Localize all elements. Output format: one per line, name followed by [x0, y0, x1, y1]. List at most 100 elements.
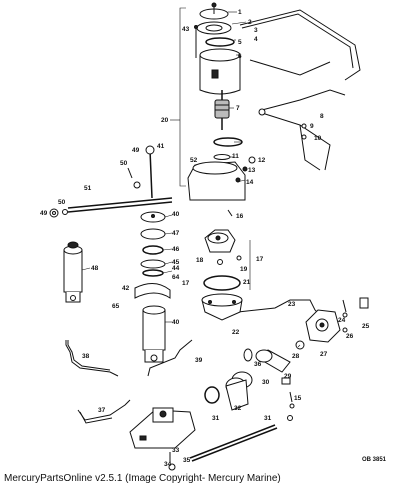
callout-c17a: 17 [256, 256, 264, 263]
o-ring-5[interactable] [205, 37, 235, 47]
bearing-30-32[interactable] [225, 371, 253, 411]
callout-c32: 32 [234, 405, 242, 412]
line-38[interactable] [65, 340, 119, 377]
mount-bracket-33[interactable] [129, 407, 196, 449]
callout-c21: 21 [243, 279, 251, 286]
cotter-50[interactable] [127, 167, 133, 179]
fitting-25[interactable] [359, 297, 369, 309]
callout-c25: 25 [362, 323, 370, 330]
fitting-12[interactable] [248, 156, 256, 164]
callout-c65: 65 [112, 303, 120, 310]
callout-c13: 13 [248, 167, 256, 174]
ring-31[interactable] [204, 386, 220, 404]
callout-c36: 36 [254, 361, 262, 368]
callout-c20: 20 [161, 117, 169, 124]
pin-41[interactable] [145, 145, 155, 199]
armature[interactable] [214, 90, 230, 130]
manifold-27[interactable] [305, 309, 341, 343]
callout-c23: 23 [288, 301, 296, 308]
callout-c15: 15 [294, 395, 302, 402]
line-37[interactable] [77, 399, 131, 424]
callout-c52: 52 [190, 157, 198, 164]
o-ring-64[interactable] [142, 269, 164, 277]
screw-9-10[interactable] [301, 123, 307, 140]
o-ring-21[interactable] [203, 275, 241, 291]
callout-c46: 46 [172, 246, 180, 253]
callout-c49a: 49 [132, 147, 140, 154]
callout-c3: 3 [254, 27, 258, 34]
line-39[interactable] [147, 339, 193, 377]
motor-housing[interactable] [199, 48, 241, 95]
o-ring-46[interactable] [142, 245, 164, 255]
pump-body[interactable] [187, 161, 246, 201]
callout-c51: 51 [84, 185, 92, 192]
seal-47[interactable] [140, 228, 166, 240]
trim-cylinder-48[interactable] [63, 241, 83, 303]
motor-end-cap[interactable] [199, 2, 229, 20]
washer-34-right[interactable] [287, 415, 293, 421]
callout-c2: 2 [248, 19, 252, 26]
callout-c31b: 31 [264, 415, 272, 422]
tilt-pin-51[interactable] [67, 197, 173, 213]
assembly-bracket-20 [170, 7, 186, 187]
callout-c14: 14 [246, 179, 254, 186]
cap-40-upper[interactable] [140, 211, 166, 223]
callout-c64: 64 [172, 274, 180, 281]
callout-c7: 7 [236, 105, 240, 112]
callout-c28: 28 [292, 353, 300, 360]
callout-c4: 4 [254, 36, 258, 43]
callout-c19: 19 [240, 266, 248, 273]
callout-c38: 38 [82, 353, 90, 360]
callout-c9: 9 [310, 123, 314, 130]
callout-c39: 39 [195, 357, 203, 364]
callout-c8: 8 [320, 113, 324, 120]
valve-body-17[interactable] [204, 229, 236, 253]
bolt-34-35[interactable] [168, 452, 176, 471]
washer-49-left[interactable] [49, 208, 59, 218]
screw-15[interactable] [289, 391, 295, 409]
screw-16[interactable] [227, 209, 233, 217]
piston-45[interactable] [140, 259, 166, 269]
cylinder-40[interactable] [142, 305, 166, 363]
callout-c33: 33 [172, 447, 180, 454]
washer-49[interactable] [133, 181, 141, 189]
callout-c29: 29 [284, 373, 292, 380]
callout-c26: 26 [346, 333, 354, 340]
callout-c40b: 40 [172, 319, 180, 326]
plug-18-19[interactable] [217, 255, 242, 265]
clamp-42[interactable] [134, 283, 171, 299]
callout-c47: 47 [172, 230, 180, 237]
shaft-assembly[interactable] [255, 349, 291, 373]
callout-c12: 12 [258, 157, 266, 164]
wire-harness-lower[interactable] [258, 89, 346, 171]
wire-harness-upper[interactable] [239, 9, 361, 81]
washer-36[interactable] [243, 348, 253, 362]
line-23[interactable] [237, 299, 321, 316]
callout-c41: 41 [157, 143, 165, 150]
brush-plate[interactable] [196, 21, 232, 35]
callout-c27: 27 [320, 351, 328, 358]
callout-c17b: 17 [182, 280, 190, 287]
callout-c44: 44 [172, 265, 180, 272]
callout-c6: 6 [238, 53, 242, 60]
reservoir-22[interactable] [201, 293, 243, 321]
callout-c43: 43 [182, 26, 190, 33]
callout-c5: 5 [238, 39, 242, 46]
o-ring-11[interactable] [213, 154, 231, 160]
image-caption: MercuryPartsOnline v2.5.1 (Image Copyrig… [4, 473, 281, 484]
callout-c22: 22 [232, 329, 240, 336]
cotter-50-left[interactable] [62, 209, 68, 215]
fitting-13[interactable] [242, 166, 248, 172]
pin-29[interactable] [281, 377, 291, 385]
callout-c45: 45 [172, 259, 180, 266]
leader-lines [81, 11, 301, 348]
callout-c50b: 50 [58, 199, 66, 206]
o-ring-28[interactable] [295, 340, 305, 350]
callout-c11: 11 [232, 153, 239, 160]
fitting-24-26[interactable] [342, 299, 348, 333]
callout-c30: 30 [262, 379, 270, 386]
shaft-31[interactable] [189, 424, 278, 462]
screw-43[interactable] [194, 25, 198, 59]
